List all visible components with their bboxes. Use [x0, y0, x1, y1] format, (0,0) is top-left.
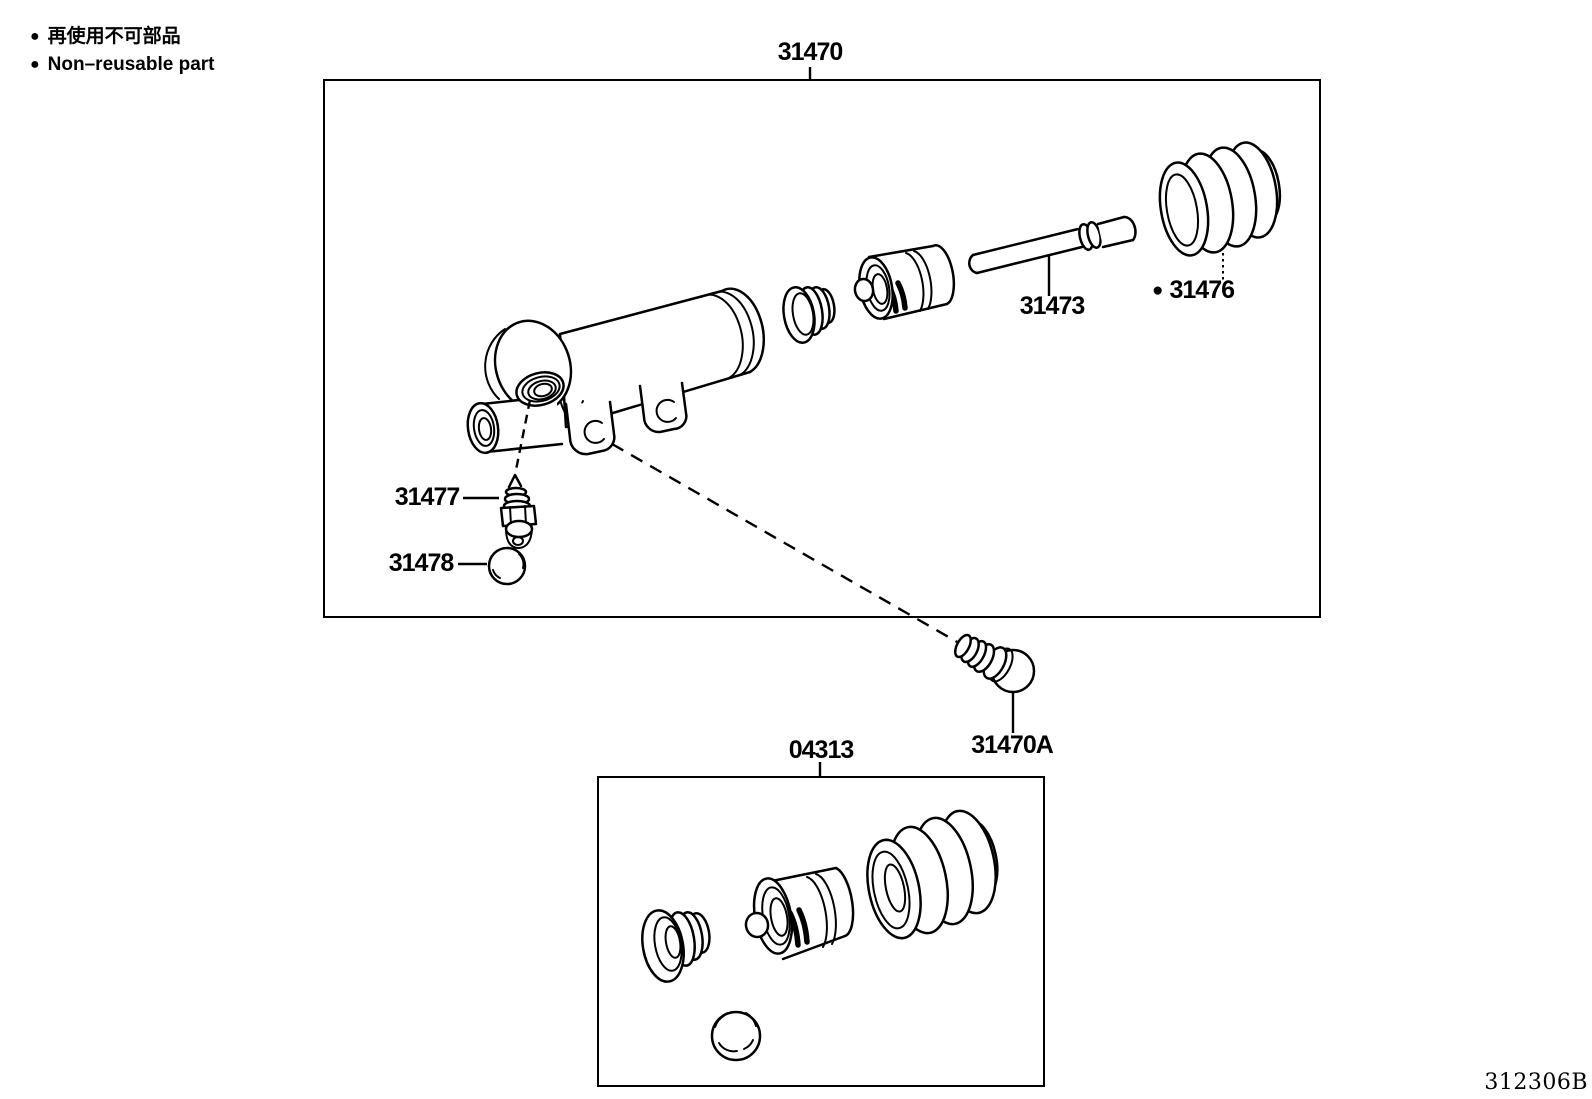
- label-bleeder-cap-31478[interactable]: 31478: [388, 549, 455, 577]
- release-cylinder-body: [466, 287, 765, 456]
- non-reusable-dot-icon: ●: [30, 56, 40, 74]
- legend-non-reusable-en: ● Non–reusable part: [30, 54, 215, 77]
- label-bleeder-screw-31477[interactable]: 31477: [394, 483, 461, 511]
- label-push-rod-31473[interactable]: 31473: [1019, 292, 1086, 320]
- dust-boot: [1158, 141, 1282, 257]
- label-assembly-31470[interactable]: 31470: [777, 38, 844, 66]
- label-bleeder-plug-31470A[interactable]: 31470A: [971, 731, 1054, 759]
- bleeder-screw-cap: [487, 546, 527, 586]
- bleeder-screw: [499, 473, 538, 550]
- kit-cup-seal: [641, 909, 711, 983]
- label-repair-kit-04313[interactable]: 04313: [788, 736, 855, 764]
- bleeder-plug: [954, 633, 1036, 694]
- diagram-code: 312306B: [1484, 1070, 1588, 1095]
- non-reusable-dot-icon: ●: [1151, 280, 1164, 301]
- piston-cup-seal: [782, 285, 836, 344]
- dashed-line-bleeder-plug: [611, 442, 960, 645]
- kit-cap: [710, 1010, 762, 1062]
- legend-jp-text: 再使用不可部品: [47, 26, 181, 47]
- legend-non-reusable-jp: ● 再使用不可部品: [30, 26, 215, 49]
- dashed-line-bleeder-screw: [514, 399, 532, 471]
- label-dust-boot-31476[interactable]: ● 31476: [1151, 276, 1235, 304]
- push-rod: [968, 215, 1137, 275]
- assembly-box-outline: [323, 79, 1321, 618]
- legend: ● 再使用不可部品 ● Non–reusable part: [30, 26, 215, 82]
- legend-en-text: Non–reusable part: [47, 53, 215, 75]
- non-reusable-dot-icon: ●: [30, 28, 40, 46]
- label-dust-boot-text: 31476: [1169, 276, 1235, 304]
- kit-piston: [744, 866, 855, 961]
- cylinder-piston: [853, 244, 956, 321]
- kit-dust-boot: [866, 809, 999, 940]
